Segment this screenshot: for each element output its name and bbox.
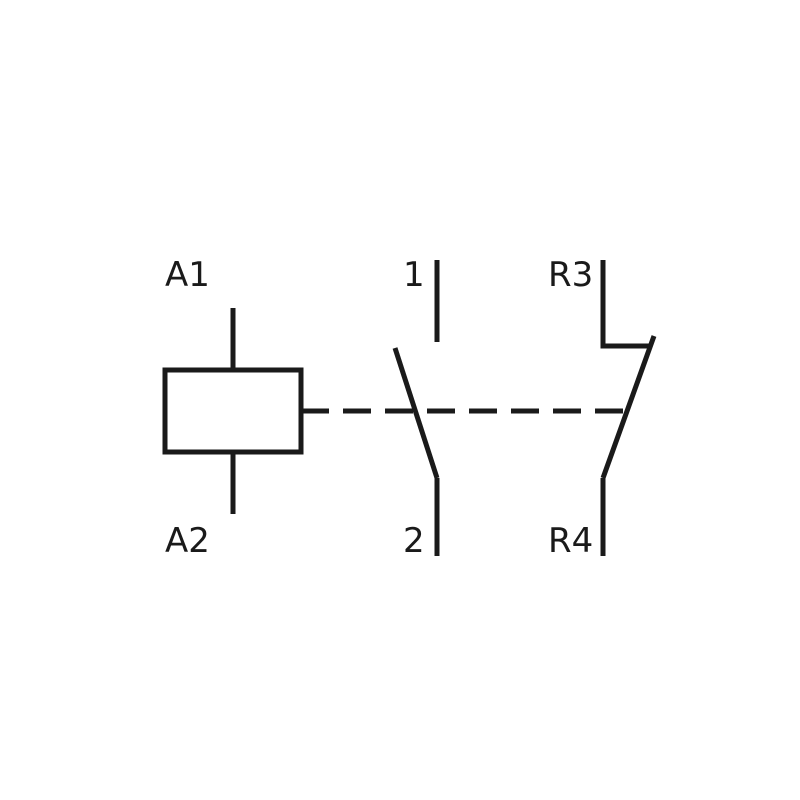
label-a2: A2 xyxy=(165,521,210,561)
no-contact xyxy=(392,260,440,556)
label-a1: A1 xyxy=(165,255,210,295)
relay-coil xyxy=(162,308,304,514)
nc-contact-fixed-top xyxy=(600,260,652,349)
label-r4: R4 xyxy=(548,521,593,561)
nc-contact xyxy=(600,260,657,556)
label-r3: R3 xyxy=(548,255,593,295)
label-1: 1 xyxy=(403,255,425,295)
coil-box xyxy=(162,367,304,455)
label-2: 2 xyxy=(403,521,425,561)
nc-contact-blade xyxy=(600,335,657,479)
no-contact-blade xyxy=(392,347,440,479)
